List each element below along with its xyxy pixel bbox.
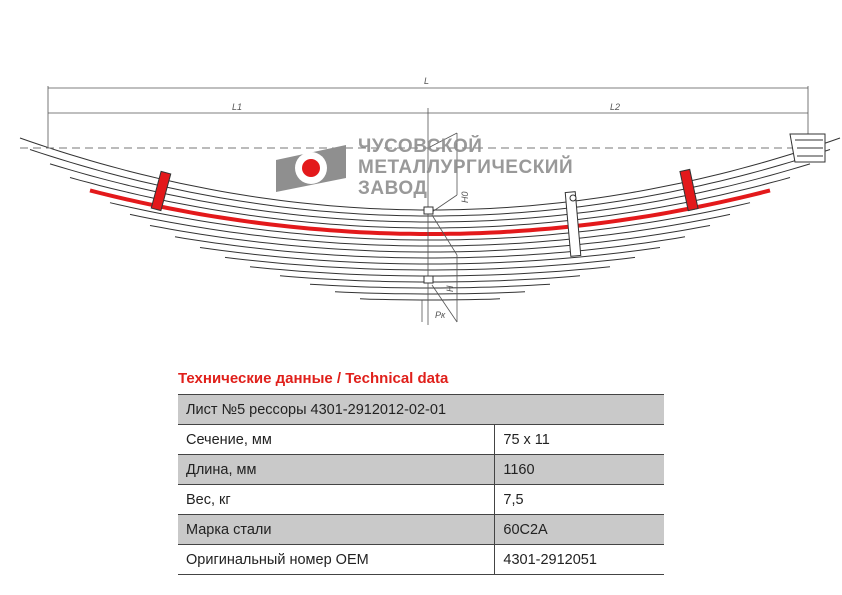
leaf-spring-drawing: L L1 L2 H0 H Pк (19, 76, 841, 325)
clamps (150, 133, 826, 284)
row-label: Марка стали (178, 514, 495, 545)
label-l1: L1 (232, 102, 242, 112)
technical-data-table: Лист №5 рессоры 4301-2912012-02-01 Сечен… (178, 394, 664, 575)
row-value: 1160 (494, 454, 664, 485)
label-h0: H0 (460, 191, 470, 203)
table-header-row: Лист №5 рессоры 4301-2912012-02-01 (178, 394, 664, 425)
logo-line-1: ЧУСОВСКОЙ (358, 136, 483, 157)
row-value: 75 x 11 (494, 424, 664, 455)
spring-leaf (174, 236, 686, 259)
row-value: 7,5 (494, 484, 664, 515)
company-logo-icon (276, 145, 346, 192)
spring-leaf (224, 256, 636, 271)
row-label: Длина, мм (178, 454, 495, 485)
spring-leaf (199, 247, 661, 265)
company-logo-text: ЧУСОВСКОЙ МЕТАЛЛУРГИЧЕСКИЙ ЗАВОД (358, 136, 573, 199)
row-value: 60С2А (494, 514, 664, 545)
spring-leaf (359, 298, 501, 301)
spring-leaf (149, 225, 711, 253)
spring-leaf (334, 291, 526, 295)
row-label: Вес, кг (178, 484, 495, 515)
spring-leaf (69, 177, 791, 229)
row-label: Сечение, мм (178, 424, 495, 455)
section-title: Технические данные / Technical data (178, 370, 449, 387)
spring-leaf (309, 283, 551, 289)
spring-leaf (109, 202, 751, 241)
spring-leaf (249, 266, 611, 277)
spring-leaf (129, 213, 731, 247)
label-l: L (424, 76, 429, 86)
row-label: Оригинальный номер OEM (178, 544, 495, 575)
logo-line-2: МЕТАЛЛУРГИЧЕСКИЙ (358, 157, 574, 178)
table-header: Лист №5 рессоры 4301-2912012-02-01 (178, 394, 664, 425)
label-pk: Pк (435, 310, 446, 320)
leaf-5-highlighted (89, 188, 771, 236)
label-h: H (445, 285, 455, 292)
dimension-lines (47, 86, 809, 325)
logo-line-3: ЗАВОД (358, 178, 428, 199)
row-value: 4301-2912051 (494, 544, 664, 575)
spring-leaf (49, 163, 811, 223)
label-l2: L2 (610, 102, 620, 112)
